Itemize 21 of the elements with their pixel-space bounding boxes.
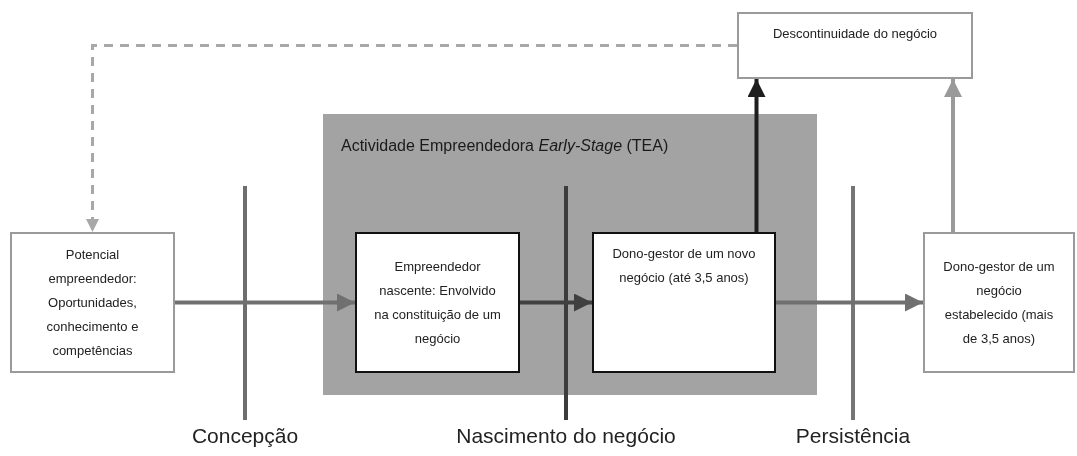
arrow — [747, 79, 766, 232]
stage-label: Persistência — [795, 424, 911, 448]
stage-label: Concepção — [191, 424, 299, 448]
arrow — [85, 44, 737, 232]
stage-box — [592, 232, 776, 373]
arrow — [776, 293, 923, 312]
stage-panel — [323, 114, 817, 395]
stage-label: Nascimento do negócio — [456, 424, 676, 448]
box-text: Descontinuidade do negócio — [771, 25, 939, 43]
box-text: Empreendedor nascente: Envolvido na constituição de um negócio — [373, 257, 502, 348]
stage-box — [737, 12, 973, 79]
stage-box — [923, 232, 1075, 373]
box-text: Dono-gestor de um negócio estabelecido (mais de 3,5 anos) — [942, 257, 1056, 348]
stage-box — [355, 232, 520, 373]
box-text: Potencial empreendedor: Oportunidades, conhecimento e competências — [45, 245, 140, 360]
arrow — [520, 293, 592, 312]
panel-title: Actividade Empreendedora Early-Stage (TEA) — [341, 136, 669, 156]
arrow — [175, 293, 355, 312]
stage-box — [10, 232, 175, 373]
box-text: Dono-gestor de um novo negócio (até 3,5 anos) — [611, 245, 757, 287]
arrow — [944, 79, 962, 232]
